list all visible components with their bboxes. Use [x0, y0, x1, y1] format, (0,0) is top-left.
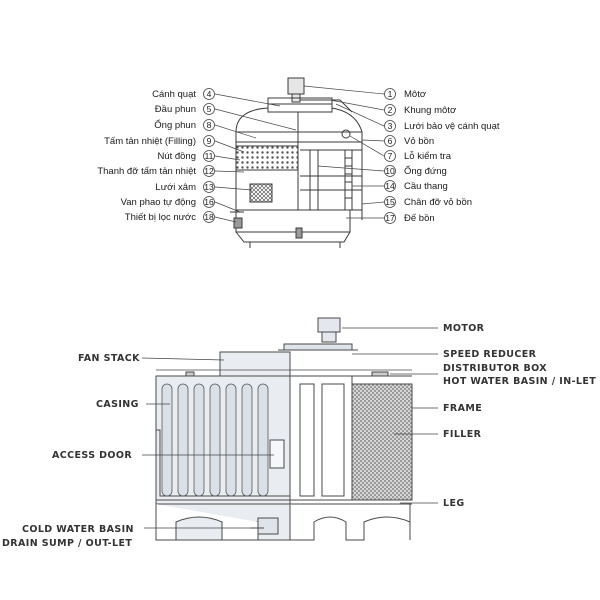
leader-line: [214, 124, 257, 139]
callout-num: 16: [204, 197, 214, 207]
label-thanh-do: Thanh đỡ tấm tản nhiệt: [97, 166, 196, 177]
label-frame: FRAME: [443, 403, 482, 414]
label-motor: MOTOR: [443, 323, 485, 334]
callout-circle: [203, 150, 215, 162]
callout-num: 12: [204, 166, 214, 176]
callout-num: 10: [385, 166, 395, 176]
bottom-elevation-diagram: FAN STACK CASING ACCESS DOOR COLD WATER …: [2, 317, 596, 549]
callout-circle: [384, 120, 396, 132]
callout-num: 17: [385, 213, 395, 223]
callout-circle: [384, 212, 396, 224]
leader-line: [329, 99, 385, 111]
callout-num: 5: [207, 104, 212, 114]
label-drain-sump: DRAIN SUMP / OUT-LET: [2, 538, 132, 549]
label-thiet-bi-loc: Thiết bị lọc nước: [125, 212, 196, 223]
leader-line: [214, 140, 245, 153]
leader-line: [214, 186, 253, 191]
label-hot-water-basin: HOT WATER BASIN / IN-LET: [443, 376, 596, 387]
callout-num: 3: [388, 121, 393, 131]
top-tower-drawing: [230, 77, 363, 248]
callout-num: 15: [385, 197, 395, 207]
bottom-tower-drawing: [155, 317, 413, 541]
callout-circle: [384, 165, 396, 177]
callout-num: 6: [388, 136, 393, 146]
callout-num: 4: [207, 89, 212, 99]
callout-num: 9: [207, 136, 212, 146]
label-fan-stack: FAN STACK: [78, 353, 140, 364]
label-chan-do: Chân đỡ vỏ bồn: [404, 197, 472, 208]
callout-num: 11: [205, 151, 214, 161]
label-ong-phun: Ống phun: [154, 119, 196, 131]
callout-circle: [203, 196, 215, 208]
leader-line: [214, 201, 241, 213]
top-cutaway-diagram: Cánh quạt 4 Đầu phun 5 Ống phun 8 Tấm tả…: [97, 77, 500, 248]
callout-circle: [384, 88, 396, 100]
leader-line: [214, 155, 241, 161]
label-luoi-xam: Lưới xâm: [155, 182, 196, 193]
bottom-right-labels: MOTOR SPEED REDUCER DISTRIBUTOR BOX HOT …: [342, 323, 596, 509]
label-lo-kiem-tra: Lỗ kiểm tra: [404, 151, 452, 162]
leader-line: [361, 201, 385, 205]
callout-circle: [203, 88, 215, 100]
leader-line: [214, 108, 297, 131]
label-ong-dung: Ống đứng: [404, 165, 447, 177]
top-left-callouts: Cánh quạt 4 Đầu phun 5 Ống phun 8 Tấm tả…: [97, 88, 297, 223]
callout-num: 8: [207, 120, 212, 130]
label-distributor-box: DISTRIBUTOR BOX: [443, 363, 547, 374]
leader-line: [335, 103, 385, 127]
label-leg: LEG: [443, 498, 465, 509]
callout-circle: [203, 135, 215, 147]
leader-line: [214, 170, 245, 173]
leader-line: [214, 216, 237, 223]
label-casing: CASING: [96, 399, 139, 410]
callout-num: 14: [385, 181, 395, 191]
leader-line: [141, 357, 225, 361]
label-moto: Môtơ: [404, 89, 426, 100]
label-filler: FILLER: [443, 429, 482, 440]
label-canh-quat: Cánh quạt: [152, 89, 196, 100]
callout-circle: [203, 165, 215, 177]
callout-circle: [384, 180, 396, 192]
leader-line: [214, 93, 281, 107]
callout-num: 7: [388, 151, 393, 161]
callout-circle: [203, 119, 215, 131]
leader-line: [317, 165, 385, 172]
leader-line: [349, 135, 385, 157]
label-cau-thang: Cầu thang: [404, 181, 448, 192]
top-right-callouts: 1 Môtơ 2 Khung môtơ 3 Lưới bảo vệ cánh q…: [303, 85, 500, 224]
bottom-left-labels: FAN STACK CASING ACCESS DOOR COLD WATER …: [2, 353, 274, 549]
label-vo-bon: Vỏ bồn: [404, 136, 434, 147]
leader-line: [303, 85, 385, 95]
leader-line: [361, 139, 385, 142]
label-nut-dong: Nút đồng: [157, 151, 196, 162]
label-luoi-bao-ve: Lưới bảo vệ cánh quạt: [404, 121, 500, 132]
callout-num: 1: [388, 89, 393, 99]
callout-circle: [203, 181, 215, 193]
callout-num: 18: [204, 212, 214, 222]
label-van-phao: Van phao tự động: [121, 197, 196, 208]
callout-circle: [384, 196, 396, 208]
callout-circle: [384, 104, 396, 116]
label-de-bon: Đế bồn: [404, 213, 435, 224]
callout-circle: [203, 103, 215, 115]
label-speed-reducer: SPEED REDUCER: [443, 349, 537, 360]
label-access-door: ACCESS DOOR: [52, 450, 132, 461]
callout-circle: [384, 150, 396, 162]
callout-num: 13: [204, 182, 214, 192]
callout-circle: [384, 135, 396, 147]
callout-num: 2: [388, 105, 393, 115]
label-khung-moto: Khung môtơ: [404, 105, 456, 116]
callout-circle: [203, 211, 215, 223]
label-cold-water-basin: COLD WATER BASIN: [22, 524, 134, 535]
label-dau-phun: Đầu phun: [155, 104, 196, 115]
label-tam-tan-nhiet: Tấm tản nhiệt (Filling): [104, 136, 196, 147]
